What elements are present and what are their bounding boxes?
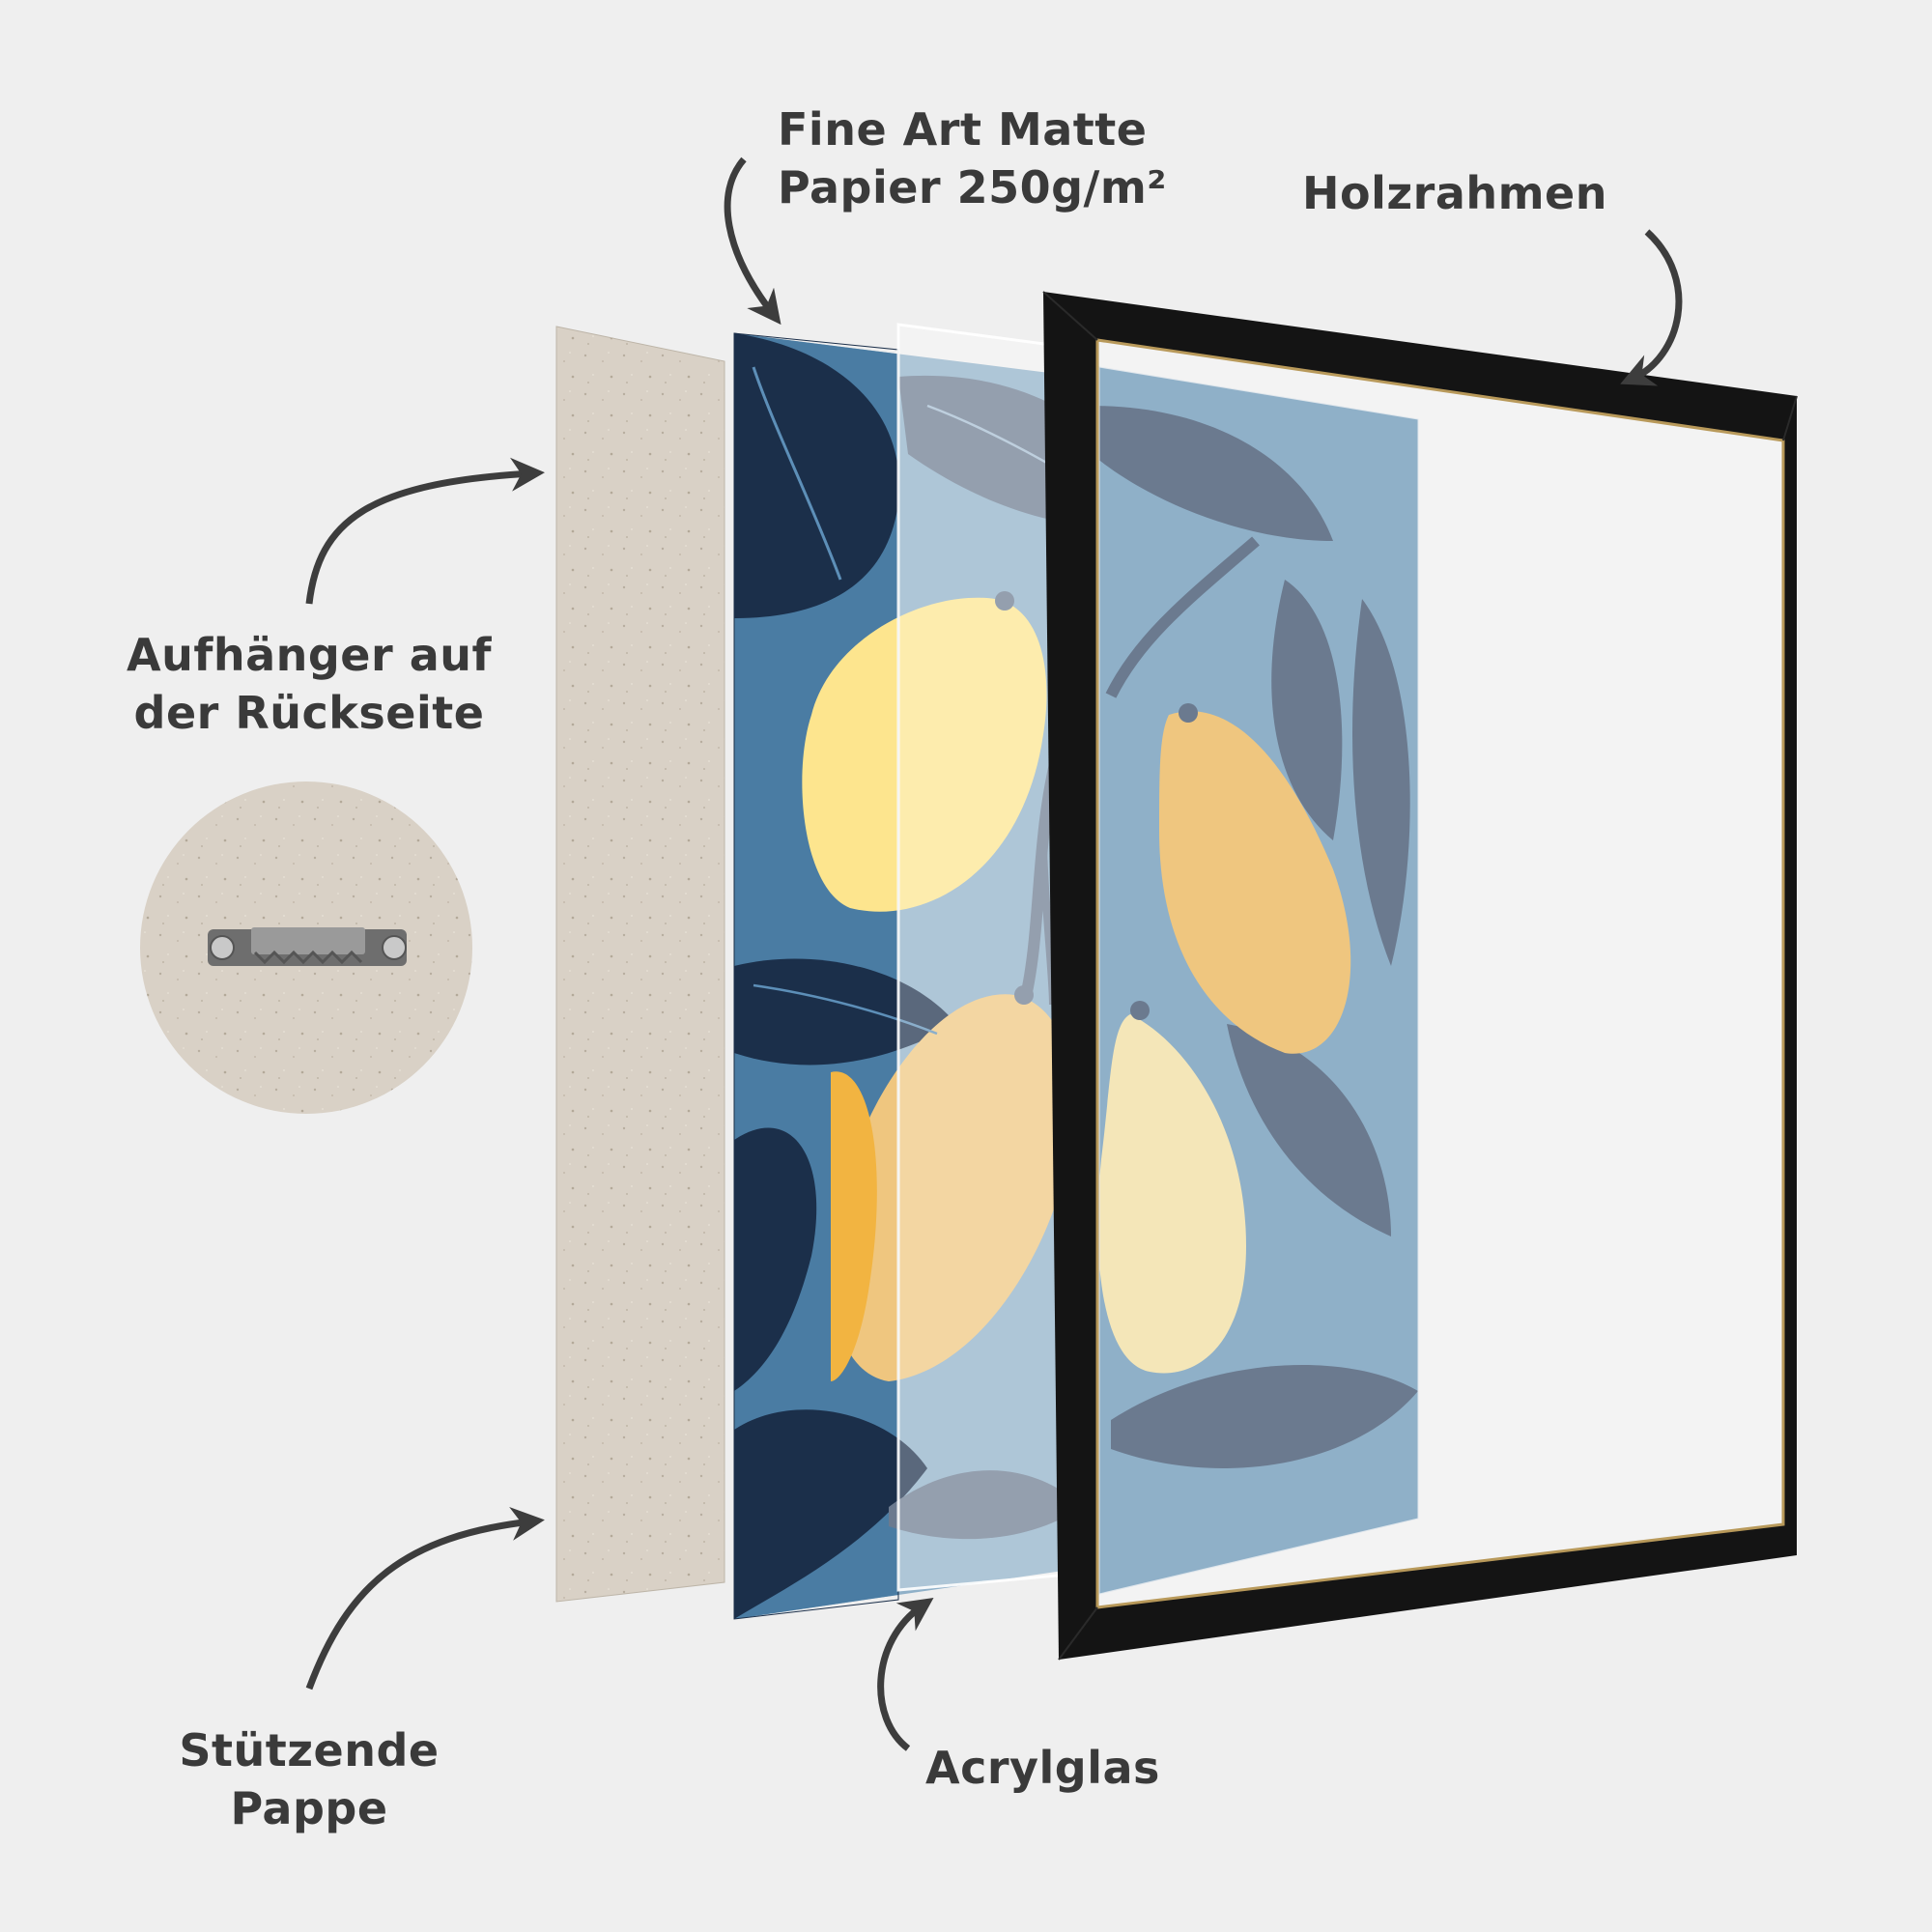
label-backing-line1: Stützende (179, 1724, 440, 1776)
label-paper: Fine Art Matte Papier 250g/m² (778, 100, 1167, 216)
label-backing-line2: Pappe (230, 1782, 388, 1834)
lemon (831, 1071, 877, 1381)
hanger-nail-left (210, 935, 235, 960)
label-frame: Holzrahmen (1302, 164, 1607, 222)
leaf-dark (734, 1127, 817, 1391)
label-frame-line1: Holzrahmen (1302, 167, 1607, 219)
hanger-nail-right (382, 935, 407, 960)
lemon (831, 994, 1075, 1381)
label-hanger: Aufhänger auf der Rückseite (106, 626, 512, 742)
leaf-dark (734, 1409, 927, 1619)
label-hanger-line1: Aufhänger auf (126, 629, 493, 681)
label-paper-line2: Papier 250g/m² (778, 161, 1167, 213)
label-glass: Acrylglas (925, 1739, 1160, 1797)
leaf-grey (889, 1470, 1082, 1540)
label-paper-line1: Fine Art Matte (778, 103, 1148, 156)
hanger-inset (140, 781, 472, 1114)
label-glass-line1: Acrylglas (925, 1742, 1160, 1794)
label-backing: Stützende Pappe (145, 1721, 473, 1837)
leaf-dark (734, 958, 956, 1065)
label-hanger-line2: der Rückseite (133, 687, 485, 739)
arrow-icon (305, 156, 1683, 1751)
leaf-dark (734, 333, 899, 618)
backing-board (555, 326, 725, 1603)
lemon (802, 597, 1047, 912)
art-visible-through-frame (1098, 366, 1419, 1595)
